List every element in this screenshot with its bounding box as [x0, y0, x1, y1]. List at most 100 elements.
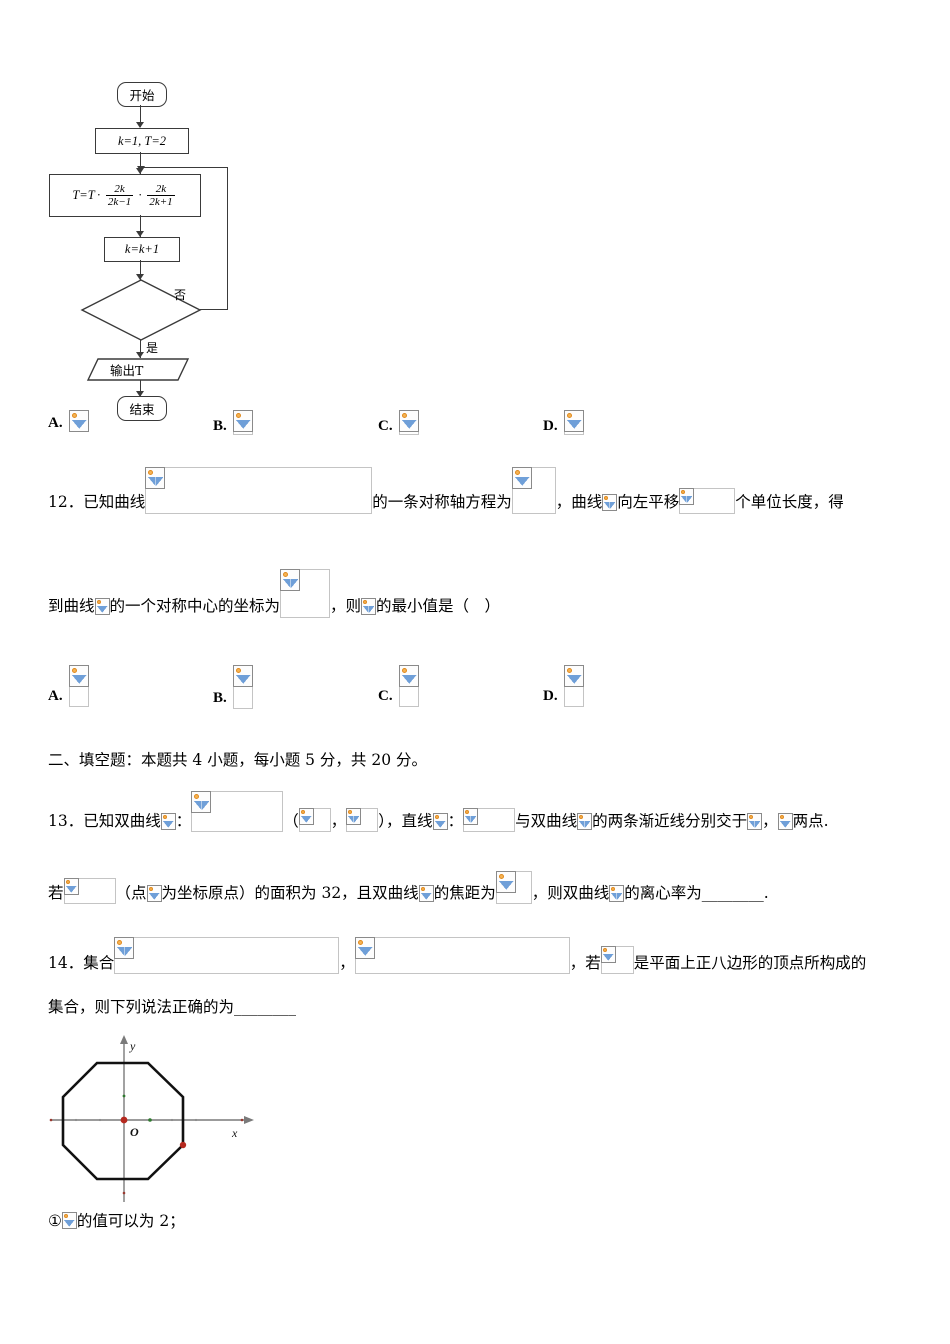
option-c-row2[interactable]: C.	[378, 665, 419, 707]
question-12-text-3: ，曲线	[555, 492, 603, 511]
broken-image-icon	[495, 871, 516, 893]
question-12-text-9: 的最小值是（ ）	[376, 596, 501, 615]
question-12-image-box-3[interactable]	[679, 488, 736, 514]
flowchart-connector	[140, 152, 142, 174]
broken-image-icon[interactable]	[432, 813, 448, 830]
flowchart-process-dot-1: ·	[96, 188, 101, 202]
question-13-text-14: 的焦距为	[433, 883, 496, 902]
octagon-figure: O x y	[46, 1032, 266, 1207]
option-b-row2[interactable]: B.	[213, 665, 253, 709]
broken-image-icon[interactable]	[146, 885, 162, 902]
octagon-shape	[61, 1061, 185, 1181]
flowchart-node-start: 开始	[117, 82, 167, 107]
statement-1-text: 的值可以为 2；	[76, 1211, 185, 1230]
broken-image-icon	[114, 937, 135, 959]
option-a-label: A.	[48, 688, 63, 704]
option-d-image-box[interactable]	[563, 410, 584, 435]
flowchart-connector	[140, 105, 142, 127]
flowchart-fraction-1: 2k 2k−1	[105, 182, 134, 209]
flowchart-connector	[140, 380, 142, 397]
flowchart-arrow	[136, 122, 144, 128]
question-13-text-12: （点	[115, 883, 147, 902]
broken-image-icon	[145, 467, 166, 489]
question-14-image-box-1[interactable]	[114, 937, 340, 974]
broken-image-icon	[463, 808, 479, 825]
question-13-image-box-6[interactable]	[495, 871, 532, 904]
option-b-image-box[interactable]	[232, 410, 253, 435]
option-c-image-box[interactable]	[398, 665, 419, 707]
broken-image-icon[interactable]	[602, 494, 618, 511]
option-a-image-box[interactable]	[68, 410, 89, 432]
question-13-text-6: ：	[447, 811, 464, 830]
flowchart-process-dot-2: ·	[138, 188, 143, 202]
option-b-image-box[interactable]	[232, 665, 253, 709]
question-12-text-2: 的一条对称轴方程为	[372, 492, 512, 511]
option-d-row1[interactable]: D.	[543, 410, 584, 435]
broken-image-icon[interactable]	[361, 598, 377, 615]
question-13-text-13: 为坐标原点）的面积为 32，且双曲线	[161, 883, 419, 902]
flowchart-frac1-numerator: 2k	[114, 182, 125, 195]
option-d-image-box[interactable]	[563, 665, 584, 707]
question-14-image-box-3[interactable]	[600, 946, 634, 974]
question-14-line-2: 集合，则下列说法正确的为________	[48, 998, 297, 1016]
question-13-text-10: 两点.	[792, 811, 829, 830]
question-13-image-box-3[interactable]	[346, 808, 379, 832]
question-12-image-box-1[interactable]	[145, 467, 373, 514]
broken-image-icon	[679, 488, 695, 505]
question-13-image-box-4[interactable]	[463, 808, 516, 832]
question-12-text-4: 向左平移	[617, 492, 680, 511]
broken-image-icon[interactable]	[160, 813, 176, 830]
flowchart-node-increment: k=k+1	[104, 237, 180, 262]
octagon-svg: O x y	[49, 1035, 254, 1202]
option-d-row2[interactable]: D.	[543, 665, 584, 707]
flowchart-figure: 开始 k=1, T=2 T=T · 2k 2k−1 · 2k 2k+1	[48, 82, 288, 421]
question-12-text-8: ，则	[330, 596, 362, 615]
broken-image-icon	[346, 808, 362, 825]
option-b-label: B.	[213, 418, 227, 434]
option-a-row2[interactable]: A.	[48, 665, 89, 707]
question-14-line-1: 14． 集合 ， ，若 是平面上正八边形的顶点所构成的	[48, 936, 866, 974]
broken-image-icon[interactable]	[747, 813, 763, 830]
flowchart-start-label: 开始	[129, 88, 155, 103]
flowchart-arrow	[136, 274, 144, 280]
x-axis-point	[148, 1118, 152, 1122]
section-2-heading: 二、填空题：本题共 4 小题，每小题 5 分，共 20 分。	[48, 751, 428, 769]
question-12-text-7: 的一个对称中心的坐标为	[109, 596, 281, 615]
option-b-row1[interactable]: B.	[213, 410, 253, 435]
option-c-row1[interactable]: C.	[378, 410, 419, 435]
broken-image-icon	[563, 665, 584, 687]
broken-image-icon[interactable]	[609, 885, 625, 902]
broken-image-icon	[600, 946, 616, 963]
flowchart-fraction-2: 2k 2k+1	[147, 183, 175, 209]
question-13-image-box-1[interactable]	[191, 791, 284, 832]
flowchart-end-label: 结束	[129, 402, 155, 417]
broken-image-icon	[191, 791, 212, 813]
option-c-image-box[interactable]	[398, 410, 419, 435]
option-d-label: D.	[543, 688, 558, 704]
question-12-image-box-4[interactable]	[280, 569, 331, 618]
broken-image-icon[interactable]	[61, 1212, 77, 1229]
broken-image-icon	[280, 569, 301, 591]
broken-image-icon[interactable]	[94, 598, 110, 615]
option-d-label: D.	[543, 418, 558, 434]
question-12-image-box-2[interactable]	[511, 467, 556, 514]
question-13-text-16: 的离心率为________.	[624, 883, 769, 902]
option-c-label: C.	[378, 418, 393, 434]
broken-image-icon[interactable]	[418, 885, 434, 902]
flowchart-label-no: 否	[174, 288, 187, 302]
option-a-label: A.	[48, 415, 63, 431]
question-13-image-box-5[interactable]	[63, 878, 116, 904]
x-axis-label: x	[231, 1126, 238, 1140]
broken-image-icon[interactable]	[777, 813, 793, 830]
statement-1-line: ① 的值可以为 2；	[48, 1212, 185, 1231]
broken-image-icon[interactable]	[577, 813, 593, 830]
flowchart-node-decision	[80, 279, 202, 341]
option-a-image-box[interactable]	[68, 665, 89, 707]
question-12-text-1: 已知曲线	[83, 492, 146, 511]
flowchart-frac2-denominator: 2k+1	[147, 195, 175, 208]
question-14-image-box-2[interactable]	[354, 937, 570, 974]
flowchart-node-process: T=T · 2k 2k−1 · 2k 2k+1	[49, 174, 201, 217]
option-a-row1[interactable]: A.	[48, 410, 89, 432]
origin-label: O	[130, 1125, 139, 1139]
question-13-image-box-2[interactable]	[298, 808, 331, 832]
